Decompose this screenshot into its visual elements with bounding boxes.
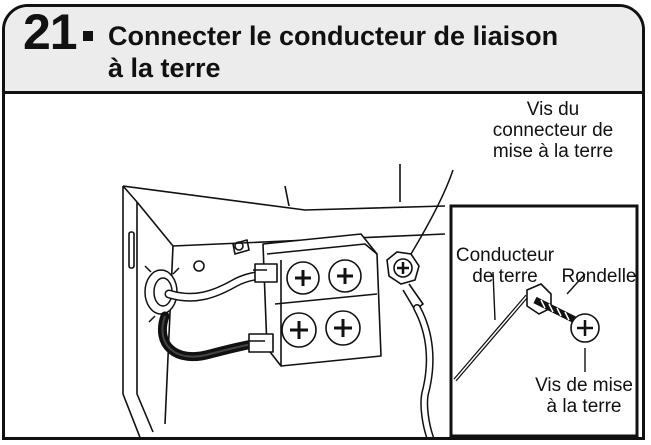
- label-ground-conductor-line-2: de terre: [443, 266, 567, 287]
- label-screw-connector: Vis du connecteur de mise à la terre: [461, 99, 645, 162]
- label-ground-conductor: Conducteur de terre: [443, 245, 567, 287]
- label-ground-conductor-line-1: Conducteur: [443, 245, 567, 266]
- screw-connector-leader: [411, 170, 453, 254]
- label-screw-connector-line-1: Vis du: [461, 99, 645, 120]
- black-wire: [162, 316, 253, 357]
- label-screw-connector-line-2: connecteur de: [461, 120, 645, 141]
- step-title-line-1: Connecter le conducteur de liaison: [108, 21, 558, 52]
- label-screw-connector-line-3: mise à la terre: [461, 141, 645, 162]
- step-header: 21 Connecter le conducteur de liaison à …: [5, 7, 642, 94]
- instruction-card: 21 Connecter le conducteur de liaison à …: [2, 4, 645, 440]
- step-number: 21: [23, 4, 77, 61]
- terminal-block: [249, 234, 381, 366]
- step-title-line-2: à la terre: [108, 53, 221, 84]
- label-ground-screw-line-1: Vis de mise: [517, 375, 645, 396]
- label-washer: Rondelle: [551, 266, 645, 287]
- ground-connector-screw: [387, 252, 423, 310]
- label-ground-screw-line-2: à la terre: [517, 396, 645, 417]
- label-ground-screw: Vis de mise à la terre: [517, 375, 645, 417]
- step-number-dot: [83, 31, 93, 41]
